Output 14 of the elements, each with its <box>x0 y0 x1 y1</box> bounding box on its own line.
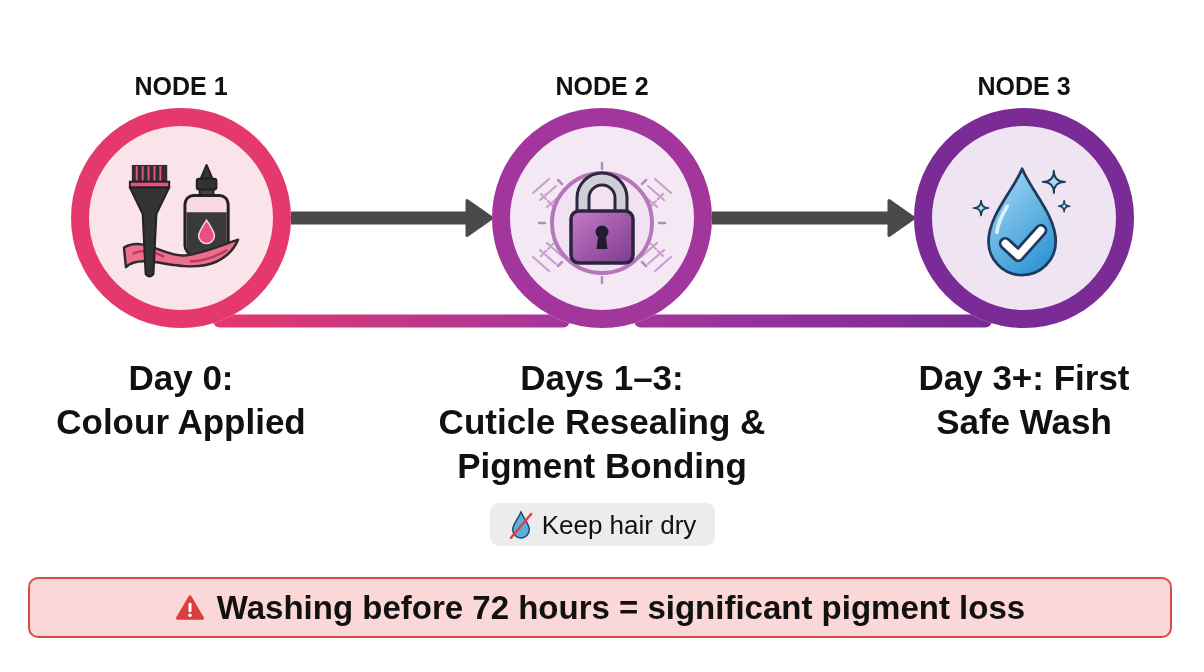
step-description: Day 0: Colour Applied <box>56 357 306 443</box>
timeline-line <box>634 314 992 328</box>
arrow <box>291 199 494 237</box>
note-text: Keep hair dry <box>541 509 697 540</box>
warning-banner <box>28 577 1172 638</box>
step-heading: NODE 1 <box>134 71 228 101</box>
step-description: Day 3+: First Safe Wash <box>918 357 1130 443</box>
step-heading: NODE 3 <box>977 71 1071 101</box>
step-heading: NODE 2 <box>555 71 649 101</box>
note-chip <box>490 503 715 546</box>
warning-text: Washing before 72 hours = significant pigment loss <box>216 587 1026 628</box>
step-description: Days 1–3: Cuticle Resealing & Pigment Bonding <box>438 357 766 487</box>
timeline-line <box>213 314 570 328</box>
arrow <box>712 199 916 237</box>
